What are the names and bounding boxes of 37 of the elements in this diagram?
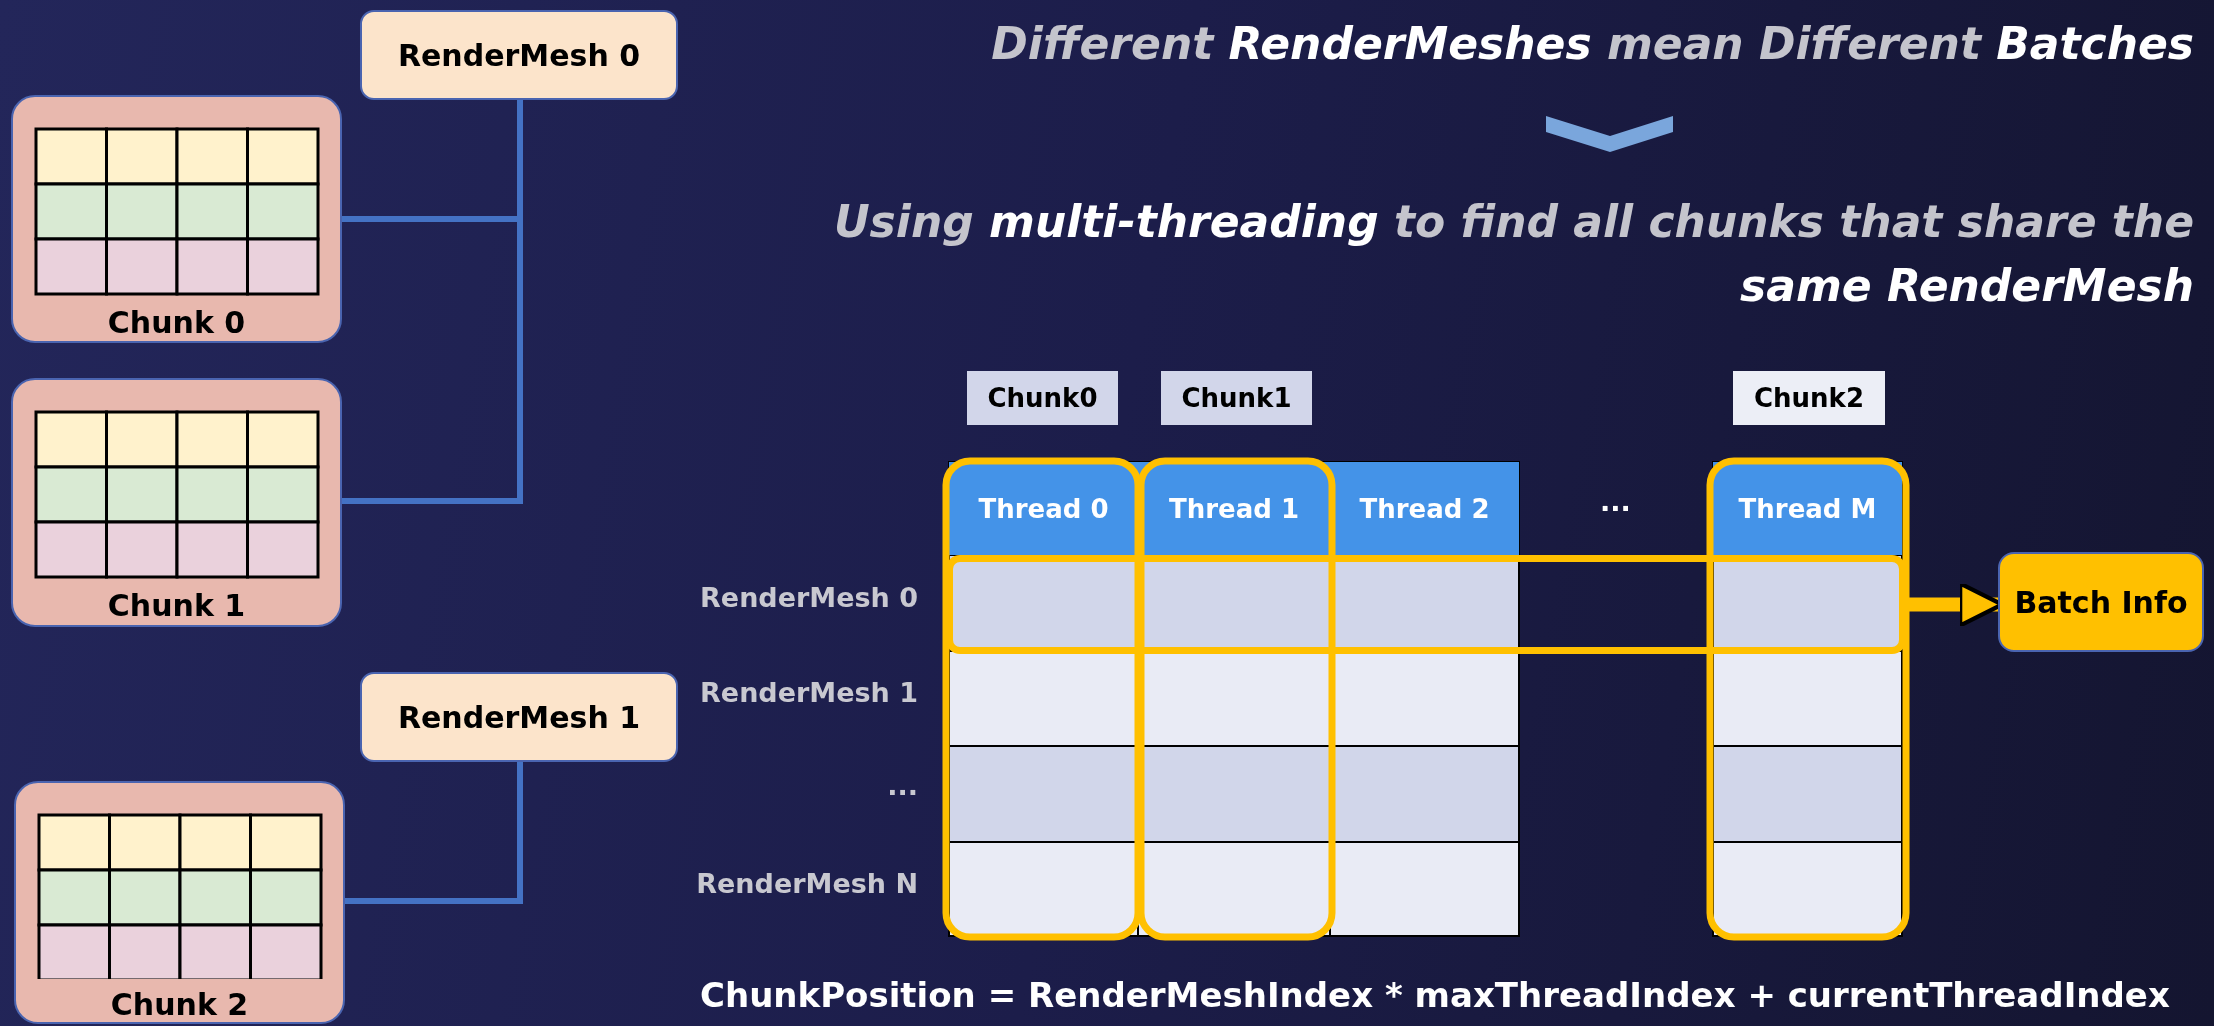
chunk-card [14,781,345,1024]
node-text: Thread 0 [978,493,1109,524]
chunk-card [11,95,342,343]
node-text: RenderMesh 0 [397,37,641,73]
chunk-card [11,378,342,627]
ellipsis-text: ... [1600,486,1631,517]
row-label: RenderMesh 1 [700,677,918,708]
render-mesh-box [360,10,678,100]
chunk-tag [1733,371,1885,425]
chunk-title: Chunk 0 [107,305,246,340]
subtitle: Using multi-threading to find all chunks that share the same RenderMesh [832,195,2194,313]
chunk-tag [1161,371,1312,425]
node-text: Chunk2 [1754,383,1864,413]
thread-header [1713,462,1902,555]
chunk-title: Chunk 2 [110,987,249,1022]
node-text: Thread 2 [1359,493,1490,524]
thread-header [1330,462,1519,555]
node-text: RenderMesh 1 [397,699,641,735]
connector-line [345,762,523,904]
node-text: Thread M [1738,493,1877,524]
chunk-tag [967,371,1118,425]
slide-title: Different RenderMeshes mean Different Batches [991,18,2194,69]
batch-info-box [1998,552,2204,652]
row-label: ... [887,770,918,801]
render-mesh-box [360,672,678,762]
row-label: RenderMesh 0 [700,582,918,613]
connector-line [342,100,523,504]
node-text: Thread 1 [1169,493,1299,524]
row-label: RenderMesh N [696,868,918,899]
formula-text: ChunkPosition = RenderMeshIndex * maxThreadIndex + currentThreadIndex [700,975,2170,1015]
thread-header [1138,462,1330,555]
node-text: Chunk1 [1181,383,1292,413]
node-text: Chunk0 [987,383,1098,413]
thread-header [949,462,1138,555]
chunk-title: Chunk 1 [107,588,246,623]
box-outline [946,555,1906,654]
node-text: Batch Info [2014,584,2188,620]
